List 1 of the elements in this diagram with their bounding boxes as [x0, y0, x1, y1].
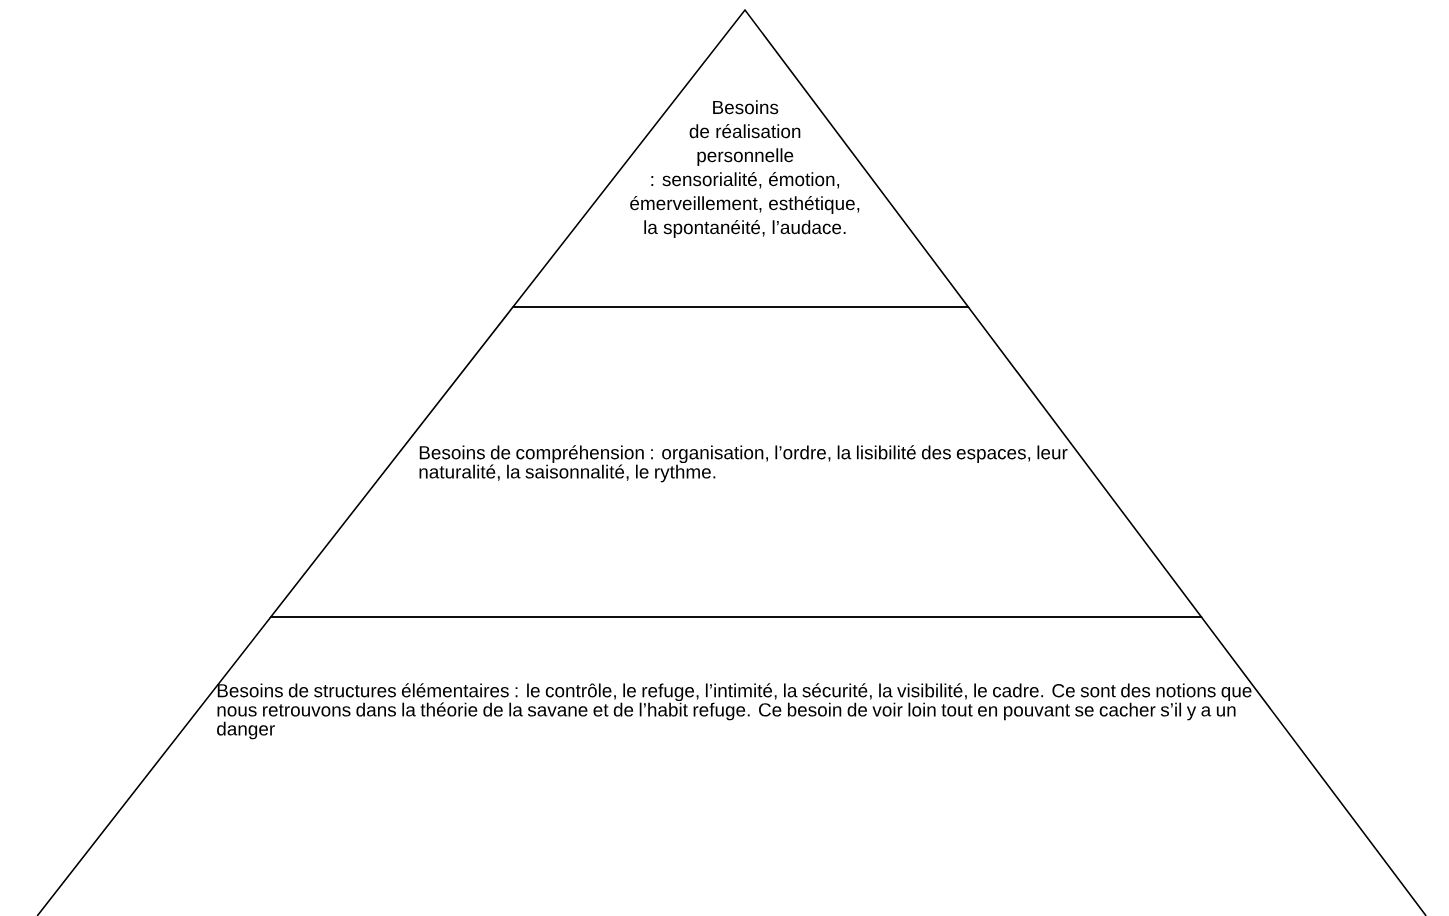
pyramid-level: Besoins de structures élémentaires : le contrôle, le refuge, l’intimité, la sécurité, la visibilité, le cadre. Ce sont des notions que nous retrouvons dans la théorie de la savane et de l’habit refuge. Ce besoin de voir loin tout en pouvant se cacher s’il y a un danger	[36, 616, 1427, 916]
